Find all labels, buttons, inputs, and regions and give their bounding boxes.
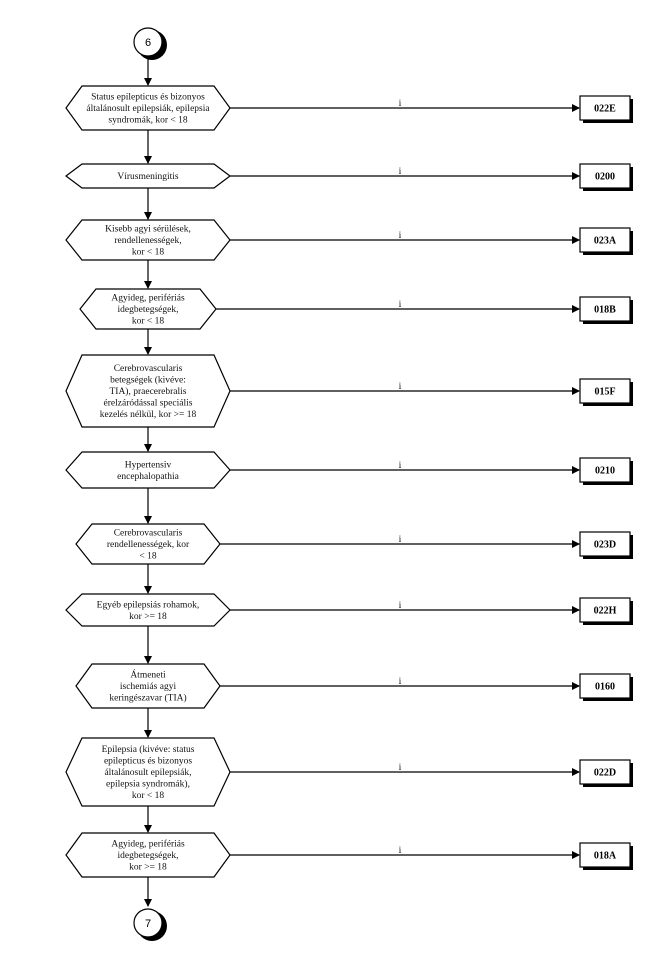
flow-steps: Status epilepticus és bizonyosáltalánosu… [65, 59, 633, 907]
decision-label-line: epilepticus és bizonyos [104, 757, 192, 767]
decision-label-line: kor < 18 [132, 791, 165, 801]
decision-label-line: keringészavar (TIA) [109, 693, 186, 704]
decision-label-line: syndromák, kor < 18 [108, 116, 187, 126]
decision-label-line: általánosult epilepsiák, [104, 768, 191, 778]
branch-label: i [399, 676, 402, 686]
decision-label-line: kor >= 18 [129, 863, 167, 873]
decision-label-line: idegbetegségek, [118, 305, 179, 315]
result-box [579, 296, 631, 322]
result-box [579, 378, 631, 404]
decision-label-line: TIA), praecerebralis [109, 386, 186, 397]
decision-label-line: Kisebb agyi sérülések, [105, 225, 191, 235]
decision-hexagon [65, 832, 231, 878]
branch-label: i [399, 600, 402, 610]
result-code: 022H [594, 606, 617, 617]
branch-label: i [399, 166, 402, 176]
decision-label-line: Agyideg, perifériás [111, 839, 185, 850]
decision-label-line: Vírusmeningitis [117, 172, 179, 182]
result-box [579, 163, 631, 189]
result-code: 015F [594, 387, 615, 398]
branch-label: i [399, 299, 402, 309]
decision-step: Vírusmeningitis i 0200 [65, 163, 633, 220]
decision-label-line: Agyideg, perifériás [111, 293, 185, 304]
decision-hexagon [65, 451, 231, 489]
decision-hexagon [79, 288, 217, 330]
decision-label-line: általánosult epilepsiák, epilepsia [86, 104, 210, 114]
decision-step: Epilepsia (kivéve: status epilepticus és … [65, 737, 633, 833]
decision-label-line: kor < 18 [132, 317, 165, 327]
end-connector-label: 7 [145, 918, 151, 930]
decision-label-line: kezelés nélkül, kor >= 18 [100, 410, 197, 420]
decision-label-line: kor >= 18 [129, 612, 167, 622]
decision-label-line: Cerebrovascularis [114, 529, 183, 539]
decision-label-line: rendellenességek, [114, 236, 181, 246]
branch-label: i [399, 98, 402, 108]
end-connector: 7 [133, 908, 167, 941]
result-box [579, 597, 631, 623]
result-code: 022D [594, 768, 616, 779]
decision-label-line: < 18 [139, 552, 156, 562]
decision-step: Egyéb epilepsiás rohamok, kor >= 18 i 022H [65, 593, 633, 664]
branch-label: i [399, 762, 402, 772]
decision-step: Kisebb agyi sérülések,rendellenességek, k… [65, 219, 633, 289]
result-code: 022E [594, 104, 616, 115]
result-code: 0200 [595, 172, 615, 183]
decision-label-line: Átmeneti [130, 669, 166, 681]
decision-label-line: Egyéb epilepsiás rohamok, [97, 600, 200, 610]
branch-label: i [399, 534, 402, 544]
decision-label-line: Cerebrovascularis [114, 364, 183, 374]
decision-label-line: érelzáródással speciális [104, 399, 193, 409]
decision-label-line: epilepsia syndromák), [106, 779, 190, 790]
decision-label-line: Hypertensiv [125, 460, 172, 470]
result-code: 018A [594, 851, 617, 862]
decision-hexagon [65, 737, 231, 807]
decision-hexagon [75, 663, 221, 709]
result-box [579, 95, 631, 121]
result-box [579, 673, 631, 699]
decision-hexagon [65, 85, 231, 131]
result-box [579, 457, 631, 483]
decision-hexagon [65, 354, 231, 428]
decision-label-line: ischemiás agyi [120, 682, 177, 692]
decision-hexagon [65, 219, 231, 261]
result-code: 018B [594, 305, 616, 316]
result-box [579, 842, 631, 868]
result-box [579, 227, 631, 253]
decision-label-line: rendellenességek, kor [107, 540, 190, 550]
decision-step: Status epilepticus és bizonyosáltalánosu… [65, 85, 633, 164]
decision-hexagon [75, 523, 221, 565]
branch-label: i [399, 230, 402, 240]
branch-label: i [399, 460, 402, 470]
decision-label-line: Epilepsia (kivéve: status [102, 744, 195, 755]
decision-hexagon [65, 163, 231, 189]
decision-hexagon [65, 593, 231, 627]
decision-label-line: idegbetegségek, [118, 851, 179, 861]
decision-label-line: kor < 18 [132, 248, 165, 258]
result-code: 023D [594, 540, 616, 551]
start-connector: 6 [133, 27, 167, 60]
decision-label-line: encephalopathia [117, 472, 180, 482]
result-box [579, 759, 631, 785]
branch-label: i [399, 381, 402, 391]
result-box [579, 531, 631, 557]
branch-label: i [399, 845, 402, 855]
decision-label-line: betegségek (kivéve: [110, 375, 186, 386]
result-code: 023A [594, 236, 617, 247]
decision-label-line: Status epilepticus és bizonyos [91, 93, 205, 103]
start-connector-label: 6 [145, 37, 151, 49]
decision-step: Hypertensiv encephalopathia i 0210 [65, 451, 633, 524]
result-code: 0210 [595, 466, 615, 477]
result-code: 0160 [595, 682, 615, 693]
